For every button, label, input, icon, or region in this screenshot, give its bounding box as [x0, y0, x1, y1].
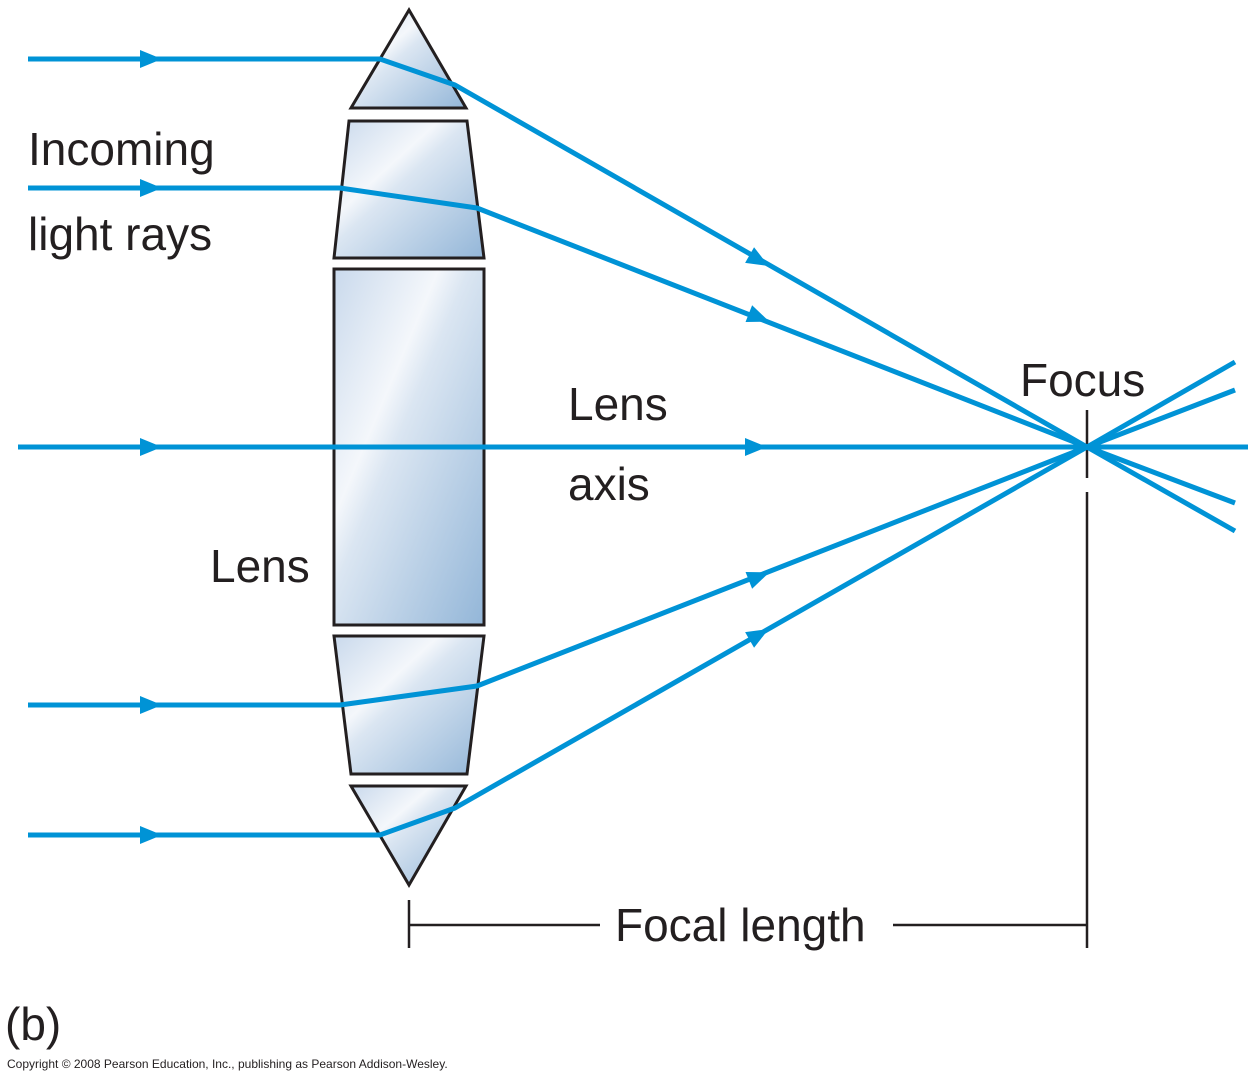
- ray-5: [28, 359, 1237, 838]
- focus-markers: [407, 410, 1089, 948]
- light-rays: [18, 56, 1248, 838]
- arrow-icon: [140, 50, 162, 68]
- ray-4: [28, 387, 1236, 708]
- copyright-text: Copyright © 2008 Pearson Education, Inc.…: [7, 1057, 448, 1071]
- ray-1: [28, 56, 1237, 534]
- ray-arrows: [140, 50, 770, 844]
- arrow-icon: [745, 629, 769, 648]
- arrow-icon: [745, 305, 770, 323]
- lens-upper-segment: [332, 119, 486, 260]
- panel-label: (b): [5, 998, 61, 1050]
- lens-axis-label-line1: Lens: [568, 378, 668, 430]
- focal-length-label: Focal length: [615, 899, 866, 951]
- arrow-icon: [140, 696, 162, 714]
- arrow-icon: [140, 179, 162, 197]
- arrow-icon: [745, 571, 770, 589]
- arrow-icon: [140, 438, 162, 456]
- focus-label: Focus: [1020, 354, 1145, 406]
- lens-axis-label-line2: axis: [568, 458, 650, 510]
- lens-lower-segment: [332, 634, 486, 776]
- ray-2: [28, 185, 1236, 506]
- incoming-label-line1: Incoming: [28, 123, 215, 175]
- arrow-icon: [140, 826, 162, 844]
- arrow-icon: [745, 247, 769, 266]
- lens-label: Lens: [210, 540, 310, 592]
- arrow-icon: [745, 438, 767, 456]
- incoming-label-line2: light rays: [28, 208, 212, 260]
